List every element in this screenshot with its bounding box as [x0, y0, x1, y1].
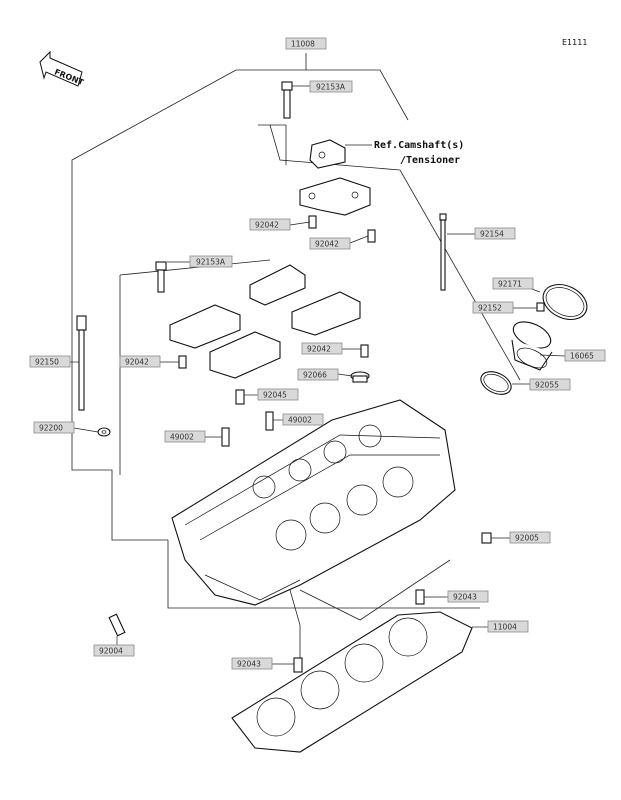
label-49002-b: 49002 [282, 413, 324, 426]
label-92153a-left: 92153A [189, 255, 233, 268]
reference-note: Ref.Camshaft(s) /Tensioner [345, 140, 464, 166]
tensioner-bracket [309, 139, 346, 169]
label-92042-b: 92042 [309, 237, 351, 250]
svg-text:92171: 92171 [498, 280, 522, 289]
svg-text:92153A: 92153A [196, 258, 226, 267]
label-92042-d: 92042 [301, 342, 343, 355]
svg-text:11008: 11008 [291, 40, 315, 49]
svg-text:92004: 92004 [99, 647, 123, 656]
label-11008: 11008 [285, 37, 327, 50]
svg-text:92154: 92154 [480, 230, 504, 239]
guide-49002-b [265, 411, 274, 431]
label-92042-c: 92042 [119, 355, 161, 368]
label-92154: 92154 [474, 227, 516, 240]
reference-line1: Ref.Camshaft(s) [374, 140, 464, 151]
svg-text:92150: 92150 [35, 358, 59, 367]
bolt-92150 [76, 315, 87, 411]
dowel-92045 [235, 389, 245, 405]
fitting-92005 [481, 532, 492, 544]
cam-cap-1 [249, 264, 306, 306]
label-92152: 92152 [472, 301, 514, 314]
svg-text:49002: 49002 [170, 433, 194, 442]
assembly-frame [71, 53, 521, 660]
label-92150: 92150 [29, 355, 71, 368]
svg-text:16065: 16065 [570, 352, 594, 361]
guide-49002-a [221, 427, 230, 447]
cylinder-head [171, 399, 456, 606]
stud-92154 [439, 213, 447, 291]
dowel-92043-b [293, 657, 303, 673]
svg-text:92042: 92042 [315, 240, 339, 249]
label-92153a-top: 92153A [309, 80, 353, 93]
dowel-92042-c [178, 355, 187, 369]
svg-text:92043: 92043 [453, 593, 477, 602]
cam-cap-2 [169, 304, 241, 349]
bolt-92153a-left [155, 261, 167, 293]
cam-cap-4 [209, 331, 281, 379]
svg-text:92043: 92043 [237, 660, 261, 669]
svg-text:11004: 11004 [493, 623, 517, 632]
clamp-92171 [542, 283, 588, 321]
svg-text:92045: 92045 [263, 391, 287, 400]
label-92004: 92004 [93, 644, 135, 657]
label-92055: 92055 [529, 378, 571, 391]
page-id: E1111 [562, 38, 587, 47]
holder-16065 [511, 321, 553, 371]
svg-text:92005: 92005 [515, 534, 539, 543]
label-92005: 92005 [509, 531, 551, 544]
washer-92200 [97, 427, 111, 437]
label-16065: 16065 [564, 349, 606, 362]
leader-lines [70, 85, 566, 665]
cam-cap-top [299, 177, 371, 216]
oring-92055 [480, 371, 512, 395]
label-92043-b: 92043 [231, 657, 273, 670]
svg-text:92042: 92042 [307, 345, 331, 354]
label-92171: 92171 [492, 277, 534, 290]
label-92045: 92045 [257, 388, 299, 401]
dowel-92042-d [360, 344, 369, 358]
plug-92066 [350, 371, 370, 383]
svg-text:49002: 49002 [288, 416, 312, 425]
reference-line2: /Tensioner [400, 154, 460, 166]
label-92200: 92200 [33, 421, 75, 434]
svg-text:92066: 92066 [303, 371, 327, 380]
stud-92004 [108, 613, 126, 637]
head-gasket-11004 [231, 611, 473, 753]
cam-cap-3 [291, 291, 361, 336]
svg-text:92042: 92042 [125, 358, 149, 367]
clip-92152 [536, 302, 545, 312]
front-arrow-icon: FRONT [39, 50, 85, 87]
dowel-92042-a [308, 215, 317, 229]
label-92043-a: 92043 [447, 590, 489, 603]
svg-text:92152: 92152 [478, 304, 502, 313]
bolt-92153a-top [281, 81, 293, 119]
label-11004: 11004 [487, 620, 529, 633]
label-92042-a: 92042 [249, 218, 291, 231]
svg-text:92153A: 92153A [316, 83, 346, 92]
dowel-92043-a [415, 589, 425, 605]
label-49002-a: 49002 [164, 430, 206, 443]
svg-text:92042: 92042 [255, 221, 279, 230]
dowel-92042-b [367, 229, 376, 243]
svg-text:92055: 92055 [535, 381, 559, 390]
svg-text:92200: 92200 [39, 424, 63, 433]
label-92066: 92066 [297, 368, 339, 381]
